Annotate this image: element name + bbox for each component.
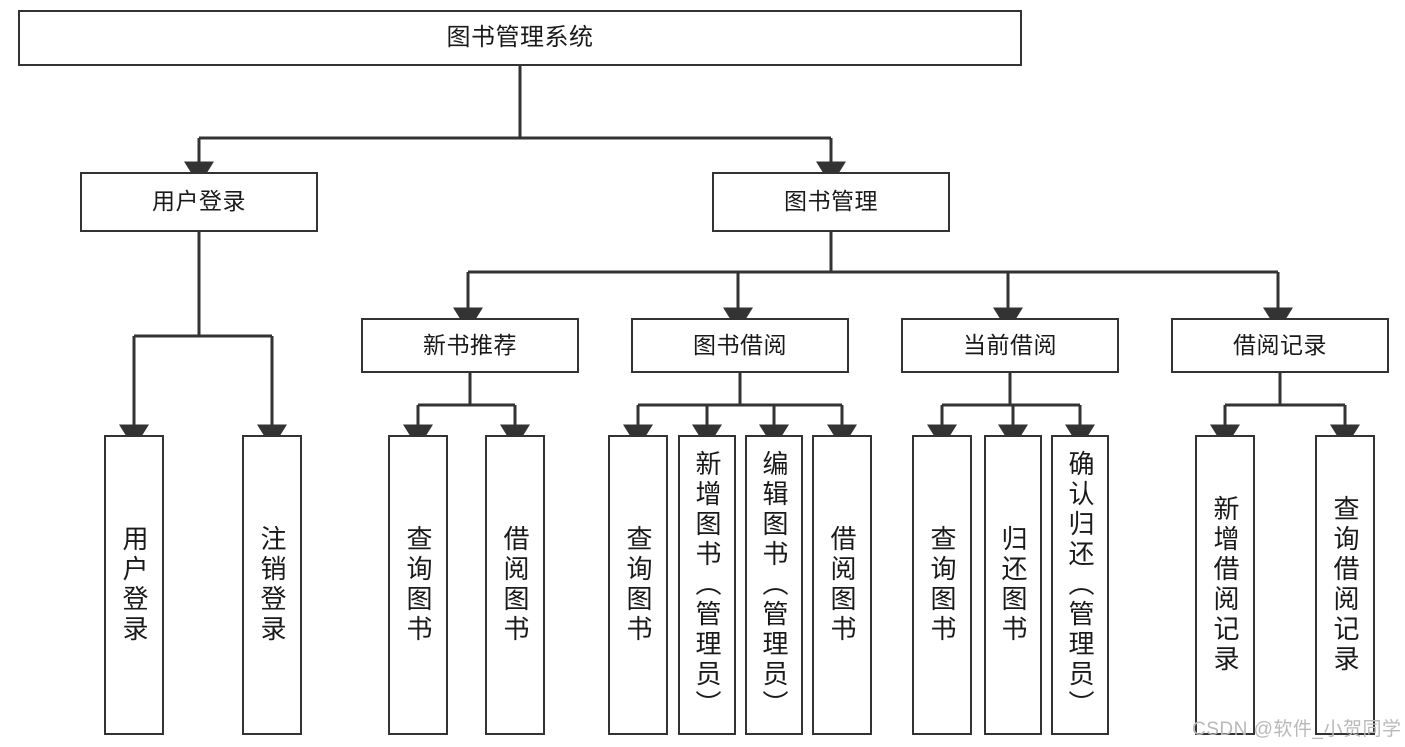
edge-newbook-to-leaves (403, 373, 530, 449)
node-book-borrow-label: 图书借阅 (693, 331, 787, 358)
node-leaf-cur-query-book[interactable]: 查询图书 (912, 435, 972, 735)
node-borrow-record-label: 借阅记录 (1233, 331, 1327, 358)
node-leaf-rec-add-record[interactable]: 新增借阅记录 (1195, 435, 1255, 735)
node-leaf-cur-return-book[interactable]: 归还图书 (984, 435, 1042, 735)
node-leaf-cur-query-book-label: 查询图书 (927, 525, 957, 645)
node-leaf-borrow-borrow-book[interactable]: 借阅图书 (812, 435, 872, 735)
csdn-watermark: CSDN @软件_小贺同学 (1192, 719, 1402, 740)
node-book-management[interactable]: 图书管理 (712, 172, 950, 232)
node-leaf-user-logout-label: 注销登录 (257, 525, 287, 645)
node-leaf-rec-query-record[interactable]: 查询借阅记录 (1315, 435, 1375, 735)
edge-bookmgmt-to-level3 (453, 232, 1293, 332)
node-current-borrow-label: 当前借阅 (963, 331, 1057, 358)
node-current-borrow[interactable]: 当前借阅 (901, 318, 1119, 373)
node-root-label: 图书管理系统 (446, 23, 594, 51)
node-book-borrow[interactable]: 图书借阅 (631, 318, 849, 373)
node-leaf-user-login-label: 用户登录 (119, 525, 149, 645)
node-user-login[interactable]: 用户登录 (80, 172, 318, 232)
node-leaf-cur-return-book-label: 归还图书 (998, 525, 1028, 645)
node-leaf-borrow-add-book-label: 新增图书（管理员） (692, 450, 722, 720)
edge-root-to-level2 (184, 66, 846, 186)
node-leaf-rec-borrow-book-label: 借阅图书 (500, 525, 530, 645)
edge-userlogin-to-leaves (119, 232, 287, 449)
node-new-book-recommend[interactable]: 新书推荐 (361, 318, 579, 373)
node-leaf-borrow-borrow-book-label: 借阅图书 (827, 525, 857, 645)
node-leaf-rec-add-record-label: 新增借阅记录 (1210, 495, 1240, 675)
edge-bookborrow-to-leaves (623, 373, 857, 449)
node-leaf-user-logout[interactable]: 注销登录 (242, 435, 302, 735)
edge-currentborrow-to-leaves (927, 373, 1095, 449)
node-leaf-borrow-query-book[interactable]: 查询图书 (608, 435, 668, 735)
node-leaf-cur-confirm-return-label: 确认归还（管理员） (1065, 450, 1095, 720)
node-leaf-borrow-query-book-label: 查询图书 (623, 525, 653, 645)
node-borrow-record[interactable]: 借阅记录 (1171, 318, 1389, 373)
node-leaf-rec-query-book-label: 查询图书 (403, 525, 433, 645)
node-leaf-user-login[interactable]: 用户登录 (104, 435, 164, 735)
node-leaf-rec-query-book[interactable]: 查询图书 (388, 435, 448, 735)
node-leaf-borrow-edit-book-label: 编辑图书（管理员） (759, 450, 789, 720)
edge-borrowrecord-to-leaves (1210, 373, 1360, 449)
node-book-management-label: 图书管理 (784, 188, 878, 215)
node-leaf-rec-query-record-label: 查询借阅记录 (1330, 495, 1360, 675)
node-new-book-recommend-label: 新书推荐 (423, 331, 517, 358)
node-leaf-borrow-add-book[interactable]: 新增图书（管理员） (678, 435, 736, 735)
node-leaf-borrow-edit-book[interactable]: 编辑图书（管理员） (745, 435, 803, 735)
node-leaf-cur-confirm-return[interactable]: 确认归还（管理员） (1051, 435, 1109, 735)
node-leaf-rec-borrow-book[interactable]: 借阅图书 (485, 435, 545, 735)
node-root-system[interactable]: 图书管理系统 (18, 10, 1022, 66)
node-user-login-label: 用户登录 (152, 188, 246, 215)
